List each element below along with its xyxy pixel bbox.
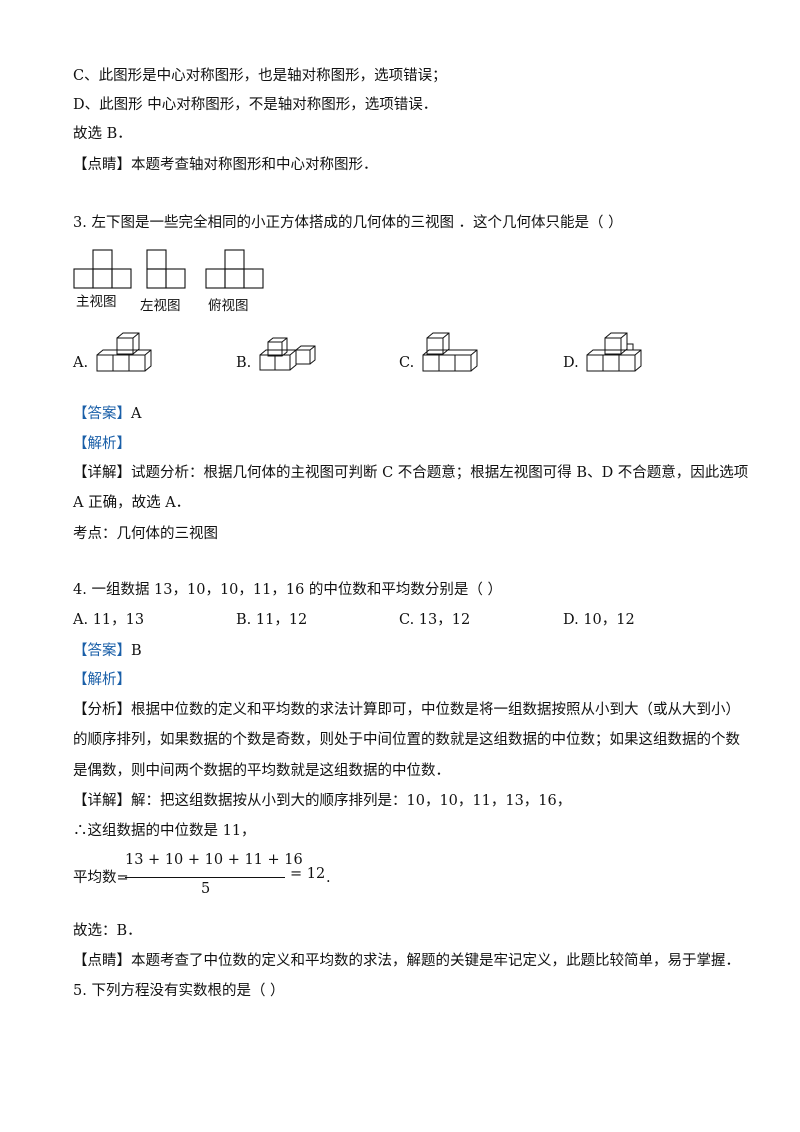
comment-text: 本题考查了中位数的定义和平均数的求法，解题的关键是牢记定义，此题比较简单，易于掌… <box>131 953 740 969</box>
mean-label: 平均数= <box>73 870 129 886</box>
q5-stem: 5. 下列方程没有实数根的是（ ） <box>73 983 285 999</box>
q3-stem: 3. 左下图是一些完全相同的小正方体搭成的几何体的三视图 ．这个几何体只能是（ … <box>73 215 623 231</box>
detail-text: 试题分析：根据几何体的主视图可判断 C 不合题意；根据左视图可得 B、D 不合题… <box>131 465 749 481</box>
fraction-bar <box>125 877 285 878</box>
q4-option-c: C. 13，12 <box>399 612 471 628</box>
q3-option-c-figure <box>422 332 478 372</box>
q4-analyze-line-2: 的顺序排列，如果数据的个数是奇数，则处于中间位置的数就是这组数据的中位数；如果这… <box>73 732 740 748</box>
mean-formula: 平均数= 13 + 10 + 10 + 11 + 16 5 = 12 . <box>0 852 400 902</box>
q2-conclusion: 故选 B． <box>73 126 132 142</box>
front-view-label: 主视图 <box>76 294 117 310</box>
q4-stem: 4. 一组数据 13，10，10，11，16 的中位数和平均数分别是（ ） <box>73 582 503 598</box>
detail-tag: 【详解】 <box>73 465 131 481</box>
detail-text: 解：把这组数据按从小到大的顺序排列是：10，10，11，13，16， <box>131 793 572 809</box>
q4-comment: 【点睛】本题考查了中位数的定义和平均数的求法，解题的关键是牢记定义，此题比较简单… <box>73 951 740 971</box>
comment-text: 本题考查轴对称图形和中心对称图形． <box>131 157 378 173</box>
q3-answer: 【答案】A <box>73 404 141 424</box>
q4-analyze-line-1: 【分析】根据中位数的定义和平均数的求法计算即可，中位数是将一组数据按照从小到大（… <box>73 700 740 720</box>
q3-option-a-label: A. <box>73 355 89 371</box>
comment-tag: 【点睛】 <box>73 157 131 173</box>
q2-comment: 【点睛】本题考查轴对称图形和中心对称图形． <box>73 155 378 175</box>
formula-period: . <box>326 870 331 886</box>
detail-tag: 【详解】 <box>73 793 131 809</box>
q4-conclusion: 故选：B． <box>73 923 142 939</box>
q3-option-b-figure <box>259 337 316 371</box>
q4-answer: 【答案】B <box>73 641 142 661</box>
analyze-text: 根据中位数的定义和平均数的求法计算即可，中位数是将一组数据按照从小到大（或从大到… <box>131 702 740 718</box>
q3-option-d-figure <box>586 332 642 372</box>
top-view-figure <box>205 249 264 289</box>
answer-tag: 【答案】 <box>73 643 131 659</box>
q4-analyze-line-3: 是偶数，则中间两个数据的平均数就是这组数据的中位数． <box>73 763 450 779</box>
answer-value: B <box>131 643 142 659</box>
mean-result: = 12 <box>290 866 326 882</box>
front-view-figure <box>73 249 132 289</box>
q3-knowledge-point: 考点：几何体的三视图 <box>73 526 218 542</box>
comment-tag: 【点睛】 <box>73 953 131 969</box>
left-view-label: 左视图 <box>140 298 181 314</box>
q3-detail-line-2: A 正确，故选 A． <box>73 495 191 511</box>
q3-detail-line-1: 【详解】试题分析：根据几何体的主视图可判断 C 不合题意；根据左视图可得 B、D… <box>73 463 748 483</box>
q2-option-d-explanation: D、此图形 中心对称图形，不是轴对称图形，选项错误． <box>73 97 438 113</box>
fraction-denominator: 5 <box>201 881 211 897</box>
analyze-tag: 【分析】 <box>73 702 131 718</box>
q4-option-a: A. 11，13 <box>73 612 145 628</box>
q4-option-d: D. 10，12 <box>563 612 635 628</box>
top-view-label: 俯视图 <box>208 298 249 314</box>
q3-option-a-figure <box>96 332 152 372</box>
answer-tag: 【答案】 <box>73 406 131 422</box>
q4-analysis-tag: 【解析】 <box>73 672 131 688</box>
answer-value: A <box>131 406 142 422</box>
q3-option-b-label: B. <box>236 355 252 371</box>
q2-option-c-explanation: C、此图形是中心对称图形，也是轴对称图形，选项错误； <box>73 68 447 84</box>
left-view-figure <box>146 249 186 289</box>
q3-option-c-label: C. <box>399 355 415 371</box>
q4-option-b: B. 11，12 <box>236 612 308 628</box>
q3-option-d-label: D. <box>563 355 579 371</box>
q4-detail-line-1: 【详解】解：把这组数据按从小到大的顺序排列是：10，10，11，13，16， <box>73 791 571 811</box>
fraction-numerator: 13 + 10 + 10 + 11 + 16 <box>125 852 303 868</box>
q3-analysis-tag: 【解析】 <box>73 436 131 452</box>
q4-detail-line-2: ∴这组数据的中位数是 11， <box>73 823 256 839</box>
